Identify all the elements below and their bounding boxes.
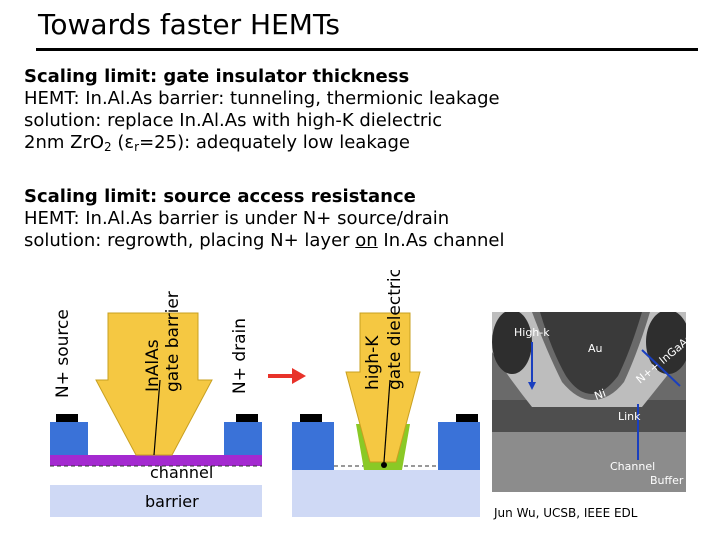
right-drain-contact xyxy=(456,414,478,422)
tem-channel-label: Channel xyxy=(610,460,655,473)
arrow-head xyxy=(292,368,306,384)
transition-arrow xyxy=(268,368,306,384)
left-drain-block xyxy=(224,422,262,455)
tem-link-label: Link xyxy=(618,410,641,423)
right-device: high-K gate dielectric xyxy=(292,270,480,517)
left-channel-label: channel xyxy=(150,463,213,482)
left-source-contact xyxy=(56,414,78,422)
line3-sub: 2 xyxy=(104,140,112,154)
highk-label-2: gate dielectric xyxy=(385,270,405,390)
section1-line1: HEMT: In.Al.As barrier: tunneling, therm… xyxy=(24,88,500,110)
line3-post: =25): adequately low leakage xyxy=(139,132,410,153)
tem-left-void xyxy=(492,312,532,374)
right-source-contact xyxy=(300,414,322,422)
drain-label: N+ drain xyxy=(230,318,250,394)
tem-au-label: Au xyxy=(588,342,603,355)
right-pointer-dot xyxy=(381,462,387,468)
tem-highk-label: High-k xyxy=(514,326,550,339)
section1-heading: Scaling limit: gate insulator thickness xyxy=(24,66,500,88)
section-access-resistance: Scaling limit: source access resistance … xyxy=(24,186,505,252)
line3-mid: (ε xyxy=(112,132,134,153)
gate-barrier-label-1: InAlAs xyxy=(143,339,163,392)
section2-line2: solution: regrowth, placing N+ layer on … xyxy=(24,230,505,252)
section2-line1: HEMT: In.Al.As barrier is under N+ sourc… xyxy=(24,208,505,230)
section1-line2: solution: replace In.Al.As with high-K d… xyxy=(24,110,500,132)
left-device: channel barrier N+ source InAlAs gate ba… xyxy=(50,291,262,517)
right-gate-metal xyxy=(346,313,420,462)
right-drain-block xyxy=(438,422,480,470)
right-source-block xyxy=(292,422,334,470)
line2-post: In.As channel xyxy=(378,230,505,251)
source-label: N+ source xyxy=(53,309,73,398)
title-rule xyxy=(36,48,698,51)
section1-line3: 2nm ZrO2 (εr=25): adequately low leakage xyxy=(24,132,500,158)
line3-pre: 2nm ZrO xyxy=(24,132,104,153)
left-barrier-label: barrier xyxy=(145,492,199,511)
tem-buffer-label: Buffer xyxy=(650,474,684,487)
gate-barrier-label-2: gate barrier xyxy=(163,291,183,392)
page-title: Towards faster HEMTs xyxy=(38,8,340,41)
section2-heading: Scaling limit: source access resistance xyxy=(24,186,505,208)
tem-caption: Jun Wu, UCSB, IEEE EDL xyxy=(494,506,637,520)
line2-underline: on xyxy=(355,230,377,251)
tem-image-svg: High-k Au N++ InGaAs Ni Link Channel Buf… xyxy=(492,312,686,492)
line2-pre: solution: regrowth, placing N+ layer xyxy=(24,230,355,251)
left-drain-contact xyxy=(236,414,258,422)
left-source-block xyxy=(50,422,88,455)
tem-micrograph: High-k Au N++ InGaAs Ni Link Channel Buf… xyxy=(492,312,686,492)
section-gate-insulator: Scaling limit: gate insulator thickness … xyxy=(24,66,500,158)
right-barrier-layer xyxy=(292,470,480,517)
highk-label-1: high-K xyxy=(363,335,383,390)
